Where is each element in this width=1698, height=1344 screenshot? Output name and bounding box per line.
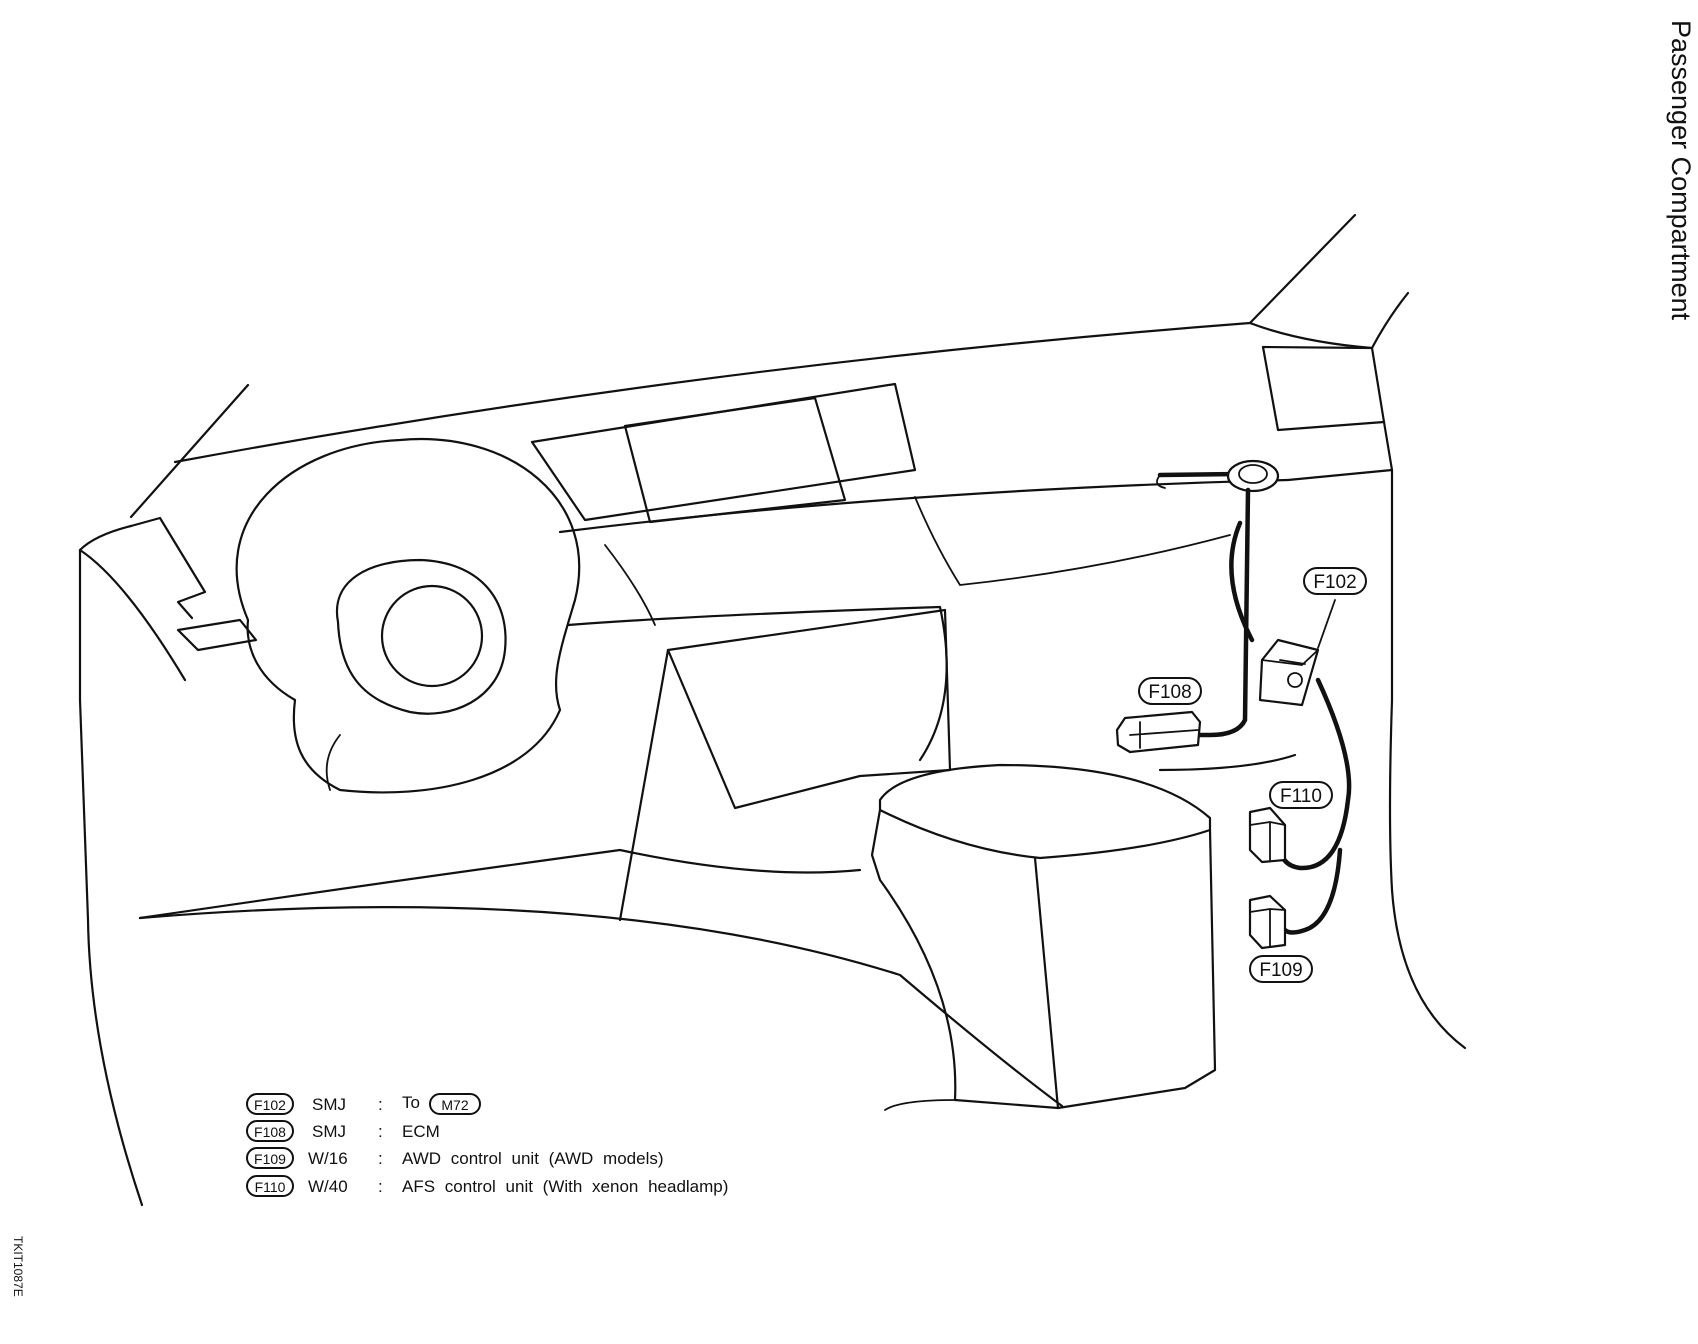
harness-drawing	[1115, 459, 1352, 950]
console-box-edge	[884, 1099, 956, 1111]
callout-f102-label: F102	[1313, 572, 1356, 593]
legend-sep: :	[378, 1095, 383, 1114]
grommet	[1226, 459, 1280, 493]
left-vent-panel	[176, 618, 258, 652]
dash-left-wall	[129, 516, 207, 620]
center-console-lower	[618, 648, 670, 922]
legend-code: F108	[254, 1124, 286, 1140]
steering-wheel-hub	[335, 558, 507, 715]
dash-left-surface	[78, 524, 133, 922]
connector-f102	[1258, 638, 1320, 707]
connector-f102-socket	[1287, 672, 1303, 688]
connector-f109-detail	[1249, 908, 1286, 947]
steering-spoke	[325, 734, 341, 791]
legend-code: F102	[254, 1097, 286, 1113]
legend-row-f102: F102 SMJ : To M72	[246, 1093, 481, 1115]
legend-sep: :	[378, 1177, 383, 1196]
callout-f110-label: F110	[1280, 786, 1322, 807]
center-console-front	[666, 608, 952, 810]
center-screen-housing	[530, 382, 917, 522]
legend-code: F110	[255, 1179, 286, 1195]
callout-f102: F102	[1303, 567, 1367, 595]
harness-branch-left	[1192, 487, 1251, 738]
steering-hub-center	[380, 584, 484, 688]
dash-left-lower	[78, 548, 187, 682]
harness-top-run	[1157, 471, 1241, 478]
dash-mid-line	[558, 478, 1290, 534]
dash-right-panel	[1286, 468, 1467, 1050]
left-kick-panel	[86, 918, 144, 1207]
armrest-top	[878, 763, 1212, 860]
dash-seam-left	[604, 544, 656, 626]
dash-panel-seam	[914, 496, 1231, 586]
callout-f108: F108	[1138, 677, 1202, 705]
legend-desc: To	[402, 1093, 420, 1112]
right-door-pillar	[1370, 291, 1410, 350]
legend-type: W/16	[308, 1149, 348, 1168]
legend: F102 SMJ : To M72 F108 SMJ : ECM F109 W/…	[246, 1093, 728, 1197]
dash-top-edge	[173, 321, 1374, 464]
harness-branch-down	[1277, 677, 1352, 871]
connector-f110	[1248, 806, 1287, 864]
callout-f110: F110	[1269, 781, 1333, 809]
figure-id: TKIT1087E	[11, 1236, 25, 1297]
legend-type: SMJ	[312, 1122, 346, 1141]
center-screen	[623, 396, 847, 524]
callout-f108-label: F108	[1148, 682, 1191, 703]
console-box-side	[870, 808, 1060, 1110]
lower-dash-edge	[138, 848, 862, 920]
callout-f109-label: F109	[1259, 960, 1302, 981]
section-title: Passenger Compartment	[1666, 20, 1696, 321]
harness-top-end	[1156, 474, 1166, 489]
legend-desc: AFS control unit (With xenon headlamp)	[402, 1177, 728, 1196]
console-box-front	[1033, 828, 1217, 1110]
legend-type: SMJ	[312, 1095, 346, 1114]
connector-f109	[1248, 894, 1287, 950]
legend-ref: M72	[441, 1097, 468, 1113]
dashboard-drawing	[78, 213, 1467, 1207]
legend-code: F109	[254, 1151, 286, 1167]
right-dash-inner	[1382, 420, 1394, 472]
legend-desc: ECM	[402, 1122, 440, 1141]
legend-sep: :	[378, 1149, 383, 1168]
connector-f110-detail	[1249, 821, 1286, 861]
legend-row-f109: F109 W/16 : AWD control unit (AWD models…	[246, 1147, 664, 1169]
right-a-pillar	[1248, 213, 1357, 325]
steering-wheel-outer	[235, 437, 581, 794]
connector-f102-detail	[1261, 649, 1319, 666]
callout-f109: F109	[1249, 955, 1313, 983]
harness-branch-bottom	[1282, 847, 1343, 935]
floor-sweep	[138, 906, 1064, 1108]
connector-f108	[1115, 710, 1202, 754]
legend-row-f110: F110 W/40 : AFS control unit (With xenon…	[246, 1175, 728, 1197]
legend-row-f108: F108 SMJ : ECM	[246, 1120, 440, 1142]
legend-desc: AWD control unit (AWD models)	[402, 1149, 664, 1168]
harness-branch-right	[1229, 520, 1255, 643]
grommet-inner	[1238, 464, 1268, 484]
console-shelf	[1158, 753, 1297, 772]
left-a-pillar	[129, 383, 250, 519]
legend-type: W/40	[308, 1177, 348, 1196]
leader-f102	[1317, 599, 1336, 649]
right-corner-box	[1261, 345, 1386, 432]
legend-sep: :	[378, 1122, 383, 1141]
lower-dash-line	[566, 605, 948, 762]
connector-f108-detail	[1129, 721, 1199, 749]
